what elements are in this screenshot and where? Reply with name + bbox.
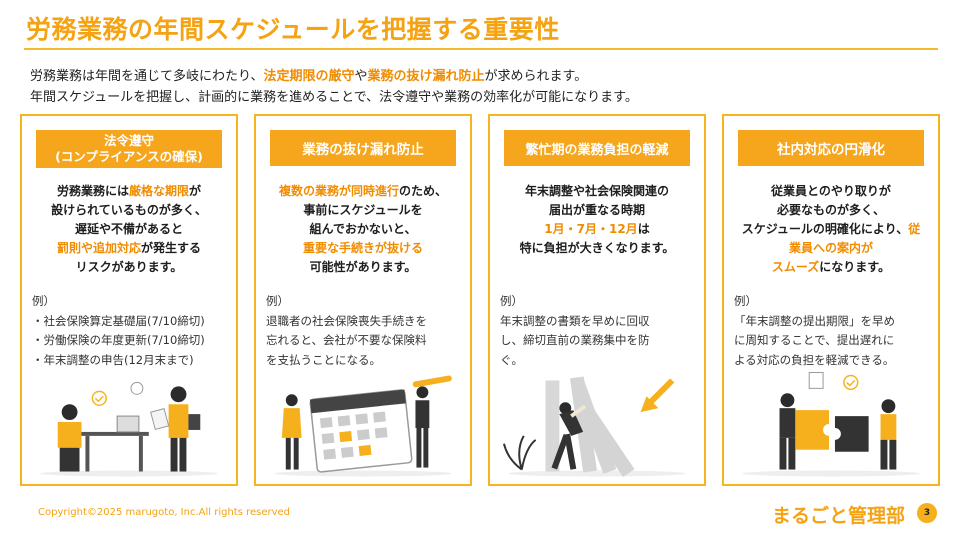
card-example: 例） 退職者の社会保険喪失手続きを 忘れると、会社が不要な保険料 を支払うことに… bbox=[266, 292, 462, 370]
example-item: ・年末調整の申告(12月末まで) bbox=[32, 352, 194, 367]
example-item: を支払うことになる。 bbox=[266, 352, 381, 367]
example-item: ぐ。 bbox=[500, 352, 523, 367]
card-description: 複数の業務が同時進行のため、 事前にスケジュールを 組んでおかないと、 重要な手… bbox=[262, 182, 464, 277]
card-example: 例） 「年末調整の提出期限」を早め に周知することで、提出遅れに よる対応の負担… bbox=[734, 292, 930, 370]
example-item: ・社会保険算定基礎届(7/10締切) bbox=[32, 313, 205, 328]
card-description: 労務業務には厳格な期限が 設けられているものが多く、 遅延や不備があると 罰則や… bbox=[28, 182, 230, 277]
text-line: 届出が重なる時期 bbox=[548, 203, 645, 217]
text-part: になります。 bbox=[819, 260, 891, 274]
example-item: 退職者の社会保険喪失手続きを bbox=[266, 313, 427, 328]
highlight-text: 重要な手続きが抜ける bbox=[302, 241, 423, 255]
text-part: は bbox=[637, 222, 650, 236]
highlight-text: 従 bbox=[908, 222, 921, 236]
text-part: が発生する bbox=[141, 241, 202, 255]
highlight-text: 複数の業務が同時進行 bbox=[278, 184, 399, 198]
example-item: に周知することで、提出遅れに bbox=[734, 333, 895, 347]
example-item: し、締切直前の業務集中を防 bbox=[500, 333, 650, 347]
title-divider bbox=[24, 48, 938, 50]
card-title-line: 繁忙期の業務負担の軽減 bbox=[525, 142, 669, 158]
domino-illustration bbox=[498, 370, 696, 478]
card-title: 業務の抜け漏れ防止 bbox=[270, 130, 456, 166]
highlight-text: 1月・7月・12月 bbox=[544, 222, 638, 236]
card-compliance: 法令遵守 (コンプライアンスの確保) 労務業務には厳格な期限が 設けられているも… bbox=[20, 114, 238, 486]
example-item: 「年末調整の提出期限」を早め bbox=[734, 313, 895, 328]
intro-highlight-deadline: 法定期限の厳守 bbox=[263, 69, 355, 84]
text-line: 必要なものが多く、 bbox=[776, 203, 885, 217]
text-part: のため、 bbox=[399, 184, 448, 198]
card-title: 社内対応の円滑化 bbox=[738, 130, 924, 166]
example-item: 年末調整の書類を早めに回収 bbox=[500, 313, 650, 328]
example-item: 忘れると、会社が不要な保険料 bbox=[266, 333, 427, 347]
intro-highlight-prevention: 業務の抜け漏れ防止 bbox=[367, 69, 485, 84]
text-line: 年末調整や社会保険関連の bbox=[524, 184, 669, 198]
card-busy-season: 繁忙期の業務負担の軽減 年末調整や社会保険関連の 届出が重なる時期 1月・7月・… bbox=[488, 114, 706, 486]
card-title-line: 法令遵守 bbox=[103, 133, 154, 148]
card-internal-communication: 社内対応の円滑化 従業員とのやり取りが 必要なものが多く、 スケジュールの明確化… bbox=[722, 114, 940, 486]
brand-logo: まるごと管理部 bbox=[772, 505, 906, 527]
card-example: 例） ・社会保険算定基礎届(7/10締切) ・労働保険の年度更新(7/10締切)… bbox=[32, 292, 228, 370]
text-line: 特に負担が大きくなります。 bbox=[519, 241, 675, 255]
text-part: スケジュールの明確化により、 bbox=[741, 222, 909, 236]
intro-text-part: や bbox=[354, 69, 368, 84]
text-line: 可能性があります。 bbox=[309, 260, 417, 274]
text-line: 組んでおかないと、 bbox=[309, 222, 417, 236]
intro-text-part: 労務業務は年間を通じて多岐にわたり、 bbox=[30, 69, 264, 84]
text-part: が bbox=[189, 184, 202, 198]
text-line: リスクがあります。 bbox=[75, 260, 183, 274]
example-label: 例） bbox=[266, 294, 289, 308]
text-line: 設けられているものが多く、 bbox=[51, 203, 207, 217]
card-title: 法令遵守 (コンプライアンスの確保) bbox=[36, 130, 222, 168]
text-line: 事前にスケジュールを bbox=[303, 203, 423, 217]
page-number-badge: 3 bbox=[917, 503, 937, 523]
page-title: 労務業務の年間スケジュールを把握する重要性 bbox=[26, 15, 560, 44]
office-workers-illustration bbox=[30, 370, 228, 478]
example-item: よる対応の負担を軽減できる。 bbox=[734, 352, 895, 367]
card-description: 従業員とのやり取りが 必要なものが多く、 スケジュールの明確化により、従 業員へ… bbox=[730, 182, 932, 277]
card-example: 例） 年末調整の書類を早めに回収 し、締切直前の業務集中を防 ぐ。 bbox=[500, 292, 696, 370]
example-item: ・労働保険の年度更新(7/10締切) bbox=[32, 333, 205, 347]
card-title: 繁忙期の業務負担の軽減 bbox=[504, 130, 690, 166]
text-part: 労務業務には bbox=[56, 184, 129, 198]
puzzle-teamwork-illustration bbox=[732, 370, 930, 478]
highlight-text: スムーズ bbox=[771, 260, 820, 274]
card-title-line: (コンプライアンスの確保) bbox=[55, 149, 203, 164]
text-line: 遅延や不備があると bbox=[74, 222, 183, 236]
card-prevent-omissions: 業務の抜け漏れ防止 複数の業務が同時進行のため、 事前にスケジュールを 組んでお… bbox=[254, 114, 472, 486]
example-label: 例） bbox=[500, 294, 523, 308]
card-title-line: 社内対応の円滑化 bbox=[777, 142, 885, 158]
highlight-text: 業員への案内が bbox=[788, 241, 873, 255]
calendar-illustration bbox=[264, 370, 462, 478]
example-label: 例） bbox=[32, 294, 55, 308]
text-line: 従業員とのやり取りが bbox=[771, 184, 891, 198]
intro-text: 労務業務は年間を通じて多岐にわたり、法定期限の厳守や業務の抜け漏れ防止が求められ… bbox=[30, 66, 638, 108]
intro-line-1: 労務業務は年間を通じて多岐にわたり、法定期限の厳守や業務の抜け漏れ防止が求められ… bbox=[30, 66, 638, 87]
card-description: 年末調整や社会保険関連の 届出が重なる時期 1月・7月・12月は 特に負担が大き… bbox=[496, 182, 698, 258]
copyright-text: Copyright©2025 marugoto, Inc.All rights … bbox=[38, 507, 291, 518]
highlight-text: 厳格な期限 bbox=[128, 184, 189, 198]
card-title-line: 業務の抜け漏れ防止 bbox=[302, 142, 424, 158]
intro-line-2: 年間スケジュールを把握し、計画的に業務を進めることで、法令遵守や業務の効率化が可… bbox=[30, 90, 638, 105]
intro-text-part: が求められます。 bbox=[484, 69, 588, 84]
highlight-text: 罰則や追加対応 bbox=[56, 241, 141, 255]
example-label: 例） bbox=[734, 294, 757, 308]
